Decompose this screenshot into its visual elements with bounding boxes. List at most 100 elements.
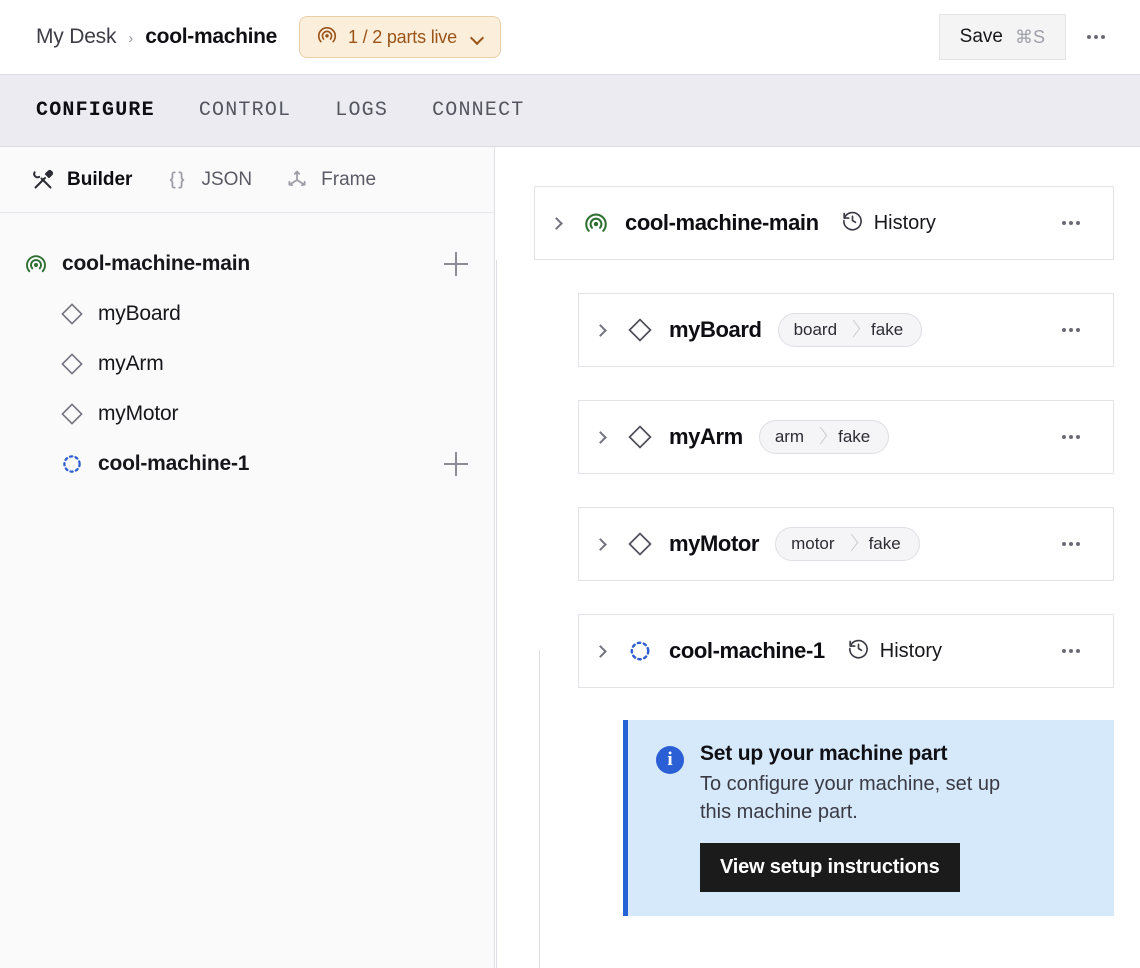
breadcrumb-parent[interactable]: My Desk	[36, 25, 117, 48]
sidebar-view-frame[interactable]: Frame	[284, 167, 376, 193]
expand-chevron-icon[interactable]	[579, 537, 625, 551]
main-tab-bar: CONFIGURE CONTROL LOGS CONNECT	[0, 74, 1140, 147]
save-button-label: Save	[959, 26, 1003, 47]
diamond-icon	[625, 424, 655, 450]
card-myarm[interactable]: myArm arm fake	[578, 400, 1114, 474]
setup-machine-part-alert: i Set up your machine part To configure …	[623, 720, 1114, 916]
dot	[1076, 328, 1080, 332]
header-actions: Save ⌘S	[938, 14, 1116, 60]
sidebar-view-builder[interactable]: Builder	[30, 167, 132, 193]
alert-title: Set up your machine part	[700, 742, 948, 765]
header-overflow-menu-icon[interactable]	[1076, 17, 1116, 57]
history-button[interactable]: History	[847, 637, 942, 666]
history-icon	[841, 209, 864, 238]
breadcrumb: My Desk › cool-machine	[36, 25, 277, 49]
card-overflow-menu-icon[interactable]	[1051, 524, 1091, 564]
dot	[1062, 221, 1066, 225]
history-button[interactable]: History	[841, 209, 936, 238]
tools-icon	[30, 167, 56, 193]
card-title: cool-machine-1	[669, 638, 825, 663]
breadcrumb-separator-icon: ›	[128, 29, 134, 47]
card-overflow-menu-icon[interactable]	[1051, 631, 1091, 671]
top-header: My Desk › cool-machine 1 / 2 parts live …	[0, 0, 1140, 74]
alert-body: To configure your machine, set up this m…	[700, 773, 1001, 824]
part-type-badge: motor fake	[775, 527, 920, 561]
dot	[1087, 35, 1091, 39]
card-cool-machine-main[interactable]: cool-machine-main History	[534, 186, 1114, 260]
part-api-label: board	[793, 320, 838, 339]
dot	[1101, 35, 1105, 39]
radio-waves-icon	[22, 252, 50, 276]
card-overflow-menu-icon[interactable]	[1051, 203, 1091, 243]
save-shortcut-label: ⌘S	[1014, 26, 1045, 47]
part-api-label: motor	[791, 534, 835, 553]
tree-item-myarm[interactable]: myArm	[0, 339, 494, 389]
tree-item-label: myArm	[98, 352, 164, 375]
configure-main-panel: cool-machine-main History	[495, 147, 1140, 968]
sidebar-view-toolbar: Builder JSON	[0, 147, 494, 213]
diamond-icon	[58, 352, 86, 376]
tree-item-myboard[interactable]: myBoard	[0, 289, 494, 339]
dot	[1076, 435, 1080, 439]
body-split: Builder JSON	[0, 147, 1140, 968]
history-label: History	[873, 211, 936, 234]
radio-waves-icon	[316, 24, 338, 51]
info-icon: i	[656, 746, 684, 774]
tree-item-label: myBoard	[98, 302, 181, 325]
card-title: myArm	[669, 424, 743, 449]
dashed-circle-icon	[58, 452, 86, 476]
history-label: History	[879, 639, 943, 662]
card-cool-machine-1[interactable]: cool-machine-1 History	[578, 614, 1114, 688]
badge-divider-icon	[814, 421, 828, 453]
parts-live-badge[interactable]: 1 / 2 parts live	[299, 16, 501, 58]
part-model-label: fake	[838, 427, 871, 446]
add-sub-part-button[interactable]	[444, 452, 468, 476]
card-overflow-menu-icon[interactable]	[1051, 310, 1091, 350]
card-title: myMotor	[669, 531, 760, 556]
diamond-icon	[625, 531, 655, 557]
diamond-icon	[625, 317, 655, 343]
save-button[interactable]: Save ⌘S	[938, 14, 1066, 60]
dot	[1069, 649, 1073, 653]
dashed-circle-icon	[625, 638, 655, 664]
badge-divider-icon	[845, 528, 859, 560]
tree-item-cool-machine-1[interactable]: cool-machine-1	[0, 439, 494, 489]
tab-configure[interactable]: CONFIGURE	[36, 99, 155, 122]
tab-logs[interactable]: LOGS	[335, 99, 389, 122]
tree-item-mymotor[interactable]: myMotor	[0, 389, 494, 439]
dot	[1069, 542, 1073, 546]
expand-chevron-icon[interactable]	[579, 644, 625, 658]
card-overflow-menu-icon[interactable]	[1051, 417, 1091, 457]
badge-divider-icon	[847, 314, 861, 346]
tree-rail-level-1	[496, 260, 497, 968]
dot	[1076, 649, 1080, 653]
expand-chevron-icon[interactable]	[579, 430, 625, 444]
tree-item-label: myMotor	[98, 402, 179, 425]
dot	[1069, 435, 1073, 439]
axes-icon	[284, 167, 310, 193]
dot	[1062, 435, 1066, 439]
tree-item-cool-machine-main[interactable]: cool-machine-main	[0, 239, 494, 289]
machine-tree: cool-machine-main myBoard myArm	[0, 213, 494, 489]
add-part-button[interactable]	[444, 252, 468, 276]
sidebar-view-builder-label: Builder	[67, 168, 133, 190]
card-myboard[interactable]: myBoard board fake	[578, 293, 1114, 367]
history-icon	[847, 637, 870, 666]
tree-rail-level-2	[539, 650, 540, 968]
diamond-icon	[58, 302, 86, 326]
expand-chevron-icon[interactable]	[579, 323, 625, 337]
tab-control[interactable]: CONTROL	[198, 99, 292, 122]
tab-connect[interactable]: CONNECT	[432, 99, 525, 122]
expand-chevron-icon[interactable]	[535, 216, 581, 230]
braces-icon	[164, 167, 190, 193]
dot	[1062, 328, 1066, 332]
view-setup-instructions-button[interactable]: View setup instructions	[700, 842, 960, 892]
card-mymotor[interactable]: myMotor motor fake	[578, 507, 1114, 581]
radio-waves-icon	[581, 210, 611, 236]
sidebar-view-json[interactable]: JSON	[164, 167, 252, 193]
chevron-down-icon	[471, 33, 484, 41]
part-type-badge: arm fake	[758, 420, 890, 454]
dot	[1076, 221, 1080, 225]
sidebar-view-frame-label: Frame	[321, 168, 377, 190]
card-title: myBoard	[669, 317, 762, 342]
